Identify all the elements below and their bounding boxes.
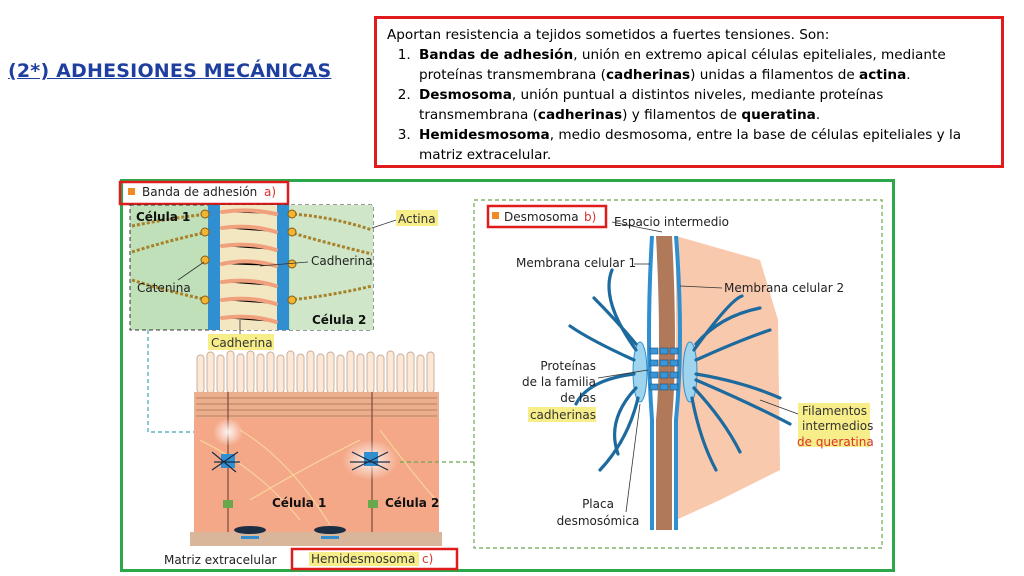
intercellular-space (220, 205, 280, 330)
terminal-web-lines (196, 397, 437, 417)
epithelium-cell1-label: Célula 1 (272, 496, 326, 510)
hemidesmosome-letter: c) (422, 552, 433, 566)
hemidesmosome-highlight (309, 552, 419, 566)
adhesion-belt-panel: Banda de adhesión a) (118, 180, 438, 433)
microvilli (196, 350, 435, 394)
membrana2-leader (679, 285, 723, 289)
bullet-icon (128, 188, 135, 195)
proteinas-line1: Proteínas (540, 359, 596, 373)
matriz-label: Matriz extracelular (164, 553, 277, 567)
belt-glow (213, 418, 243, 446)
cytoplasm-fibers (199, 429, 437, 526)
info-intro: Aportan resistencia a tejidos sometidos … (387, 27, 830, 43)
proteinas-leader (597, 369, 649, 379)
info-item-hemidesmosoma: Hemidesmosoma, medio desmosoma, entre la… (415, 125, 993, 165)
proteinas-line2: de la familia (522, 375, 596, 389)
hemidesmosome-heading-box (290, 547, 459, 571)
basement-membrane (190, 532, 442, 546)
membrane-cell2 (277, 205, 289, 330)
diagram-frame (120, 179, 895, 572)
proteinas-line3: de las (560, 391, 596, 405)
keratin-filaments (568, 268, 792, 472)
desmosome-panel: Desmosoma b) Espacio intermedio Membr (473, 199, 883, 549)
filamentos-leader (759, 399, 799, 415)
intermediate-space (656, 236, 675, 530)
adhesion-belt-letter: a) (264, 185, 276, 199)
cadherina-highlight (208, 334, 274, 350)
adhesion-cell1-label: Célula 1 (136, 210, 190, 224)
actina-leader (371, 219, 397, 229)
desmosome-box (473, 199, 883, 549)
epithelium-cell2-label: Célula 2 (385, 496, 439, 510)
adhesion-belt-heading-box (118, 180, 290, 206)
catenina-leader (177, 261, 205, 281)
placa-line2: desmosómica (557, 514, 640, 528)
catenina-label: Catenina (137, 281, 191, 295)
cadherina-right-leader (259, 261, 309, 267)
cadherina-bottom-label: Cadherina (211, 336, 273, 350)
proteinas-line4: cadherinas (530, 408, 596, 422)
filamentos-line2: intermedios (802, 419, 873, 433)
placa-leader (625, 403, 641, 513)
page-title: (2*) ADHESIONES MECÁNICAS (8, 60, 332, 82)
desmosome-heading: Desmosoma (504, 210, 579, 224)
filamentos-line1: Filamentos (802, 404, 867, 418)
cadherin-molecules (220, 208, 278, 324)
hemidesmosome-plaques (241, 536, 339, 539)
cadherina-right-label: Cadherina (311, 254, 373, 268)
desmosome-letter: b) (584, 210, 596, 224)
keratin-tufts (211, 451, 390, 473)
membrane-1 (647, 235, 654, 530)
espacio-label: Espacio intermedio (614, 215, 729, 229)
filamentos-highlight (798, 403, 870, 447)
desmosome-heading-box (486, 204, 608, 229)
adhesion-belt-heading: Banda de adhesión (142, 185, 257, 199)
espacio-leader (611, 221, 663, 233)
placa-line1: Placa (582, 497, 614, 511)
filamentos-line3: de queratina (797, 435, 874, 449)
info-list: Bandas de adhesión, unión en extremo api… (387, 45, 993, 165)
membrana1-label: Membrana celular 1 (516, 256, 636, 270)
cadherin-blocks (649, 347, 679, 391)
cell2-cytoplasm (676, 236, 780, 520)
adhesion-cell2-label: Célula 2 (312, 313, 366, 327)
catenin-nodes (200, 209, 297, 305)
info-box: Aportan resistencia a tejidos sometidos … (374, 16, 1004, 168)
hemidesmosome-markers (234, 526, 346, 534)
info-item-bandas: Bandas de adhesión, unión en extremo api… (415, 45, 993, 85)
bullet-icon (492, 212, 499, 219)
info-item-desmosoma: Desmosoma, unión puntual a distintos niv… (415, 85, 993, 125)
membrana2-label: Membrana celular 2 (724, 281, 844, 295)
terminal-web (194, 392, 439, 418)
actina-label: Actina (398, 212, 436, 226)
membrane-cell1 (208, 205, 220, 330)
cadherinas-highlight (528, 407, 596, 422)
actina-highlight (396, 210, 438, 226)
hemidesmosome-heading: Hemidesmosoma (311, 552, 415, 566)
epithelium-panel: Célula 1 Célula 2 Matriz extracelular He… (164, 350, 474, 571)
membrane-2 (674, 235, 682, 530)
